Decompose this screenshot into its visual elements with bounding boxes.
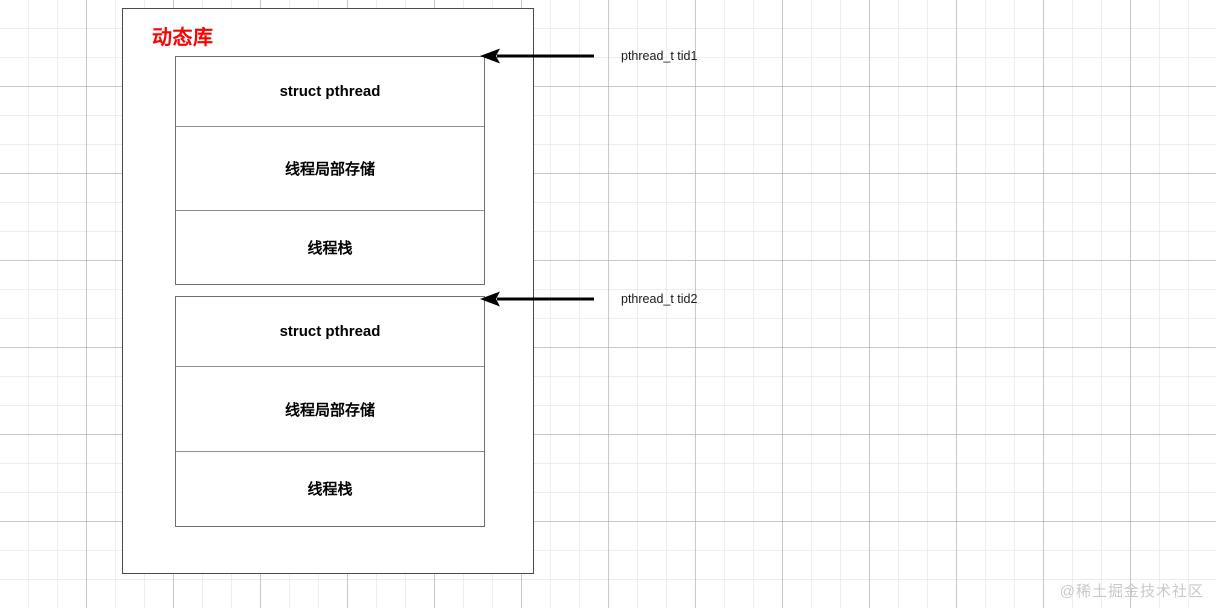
arrow-left-icon <box>480 48 594 64</box>
arrow-left-icon <box>480 291 594 307</box>
dynamic-library-container: 动态库 struct pthread 线程局部存储 线程栈 struct pth… <box>122 8 534 574</box>
pointer-annotation-tid2: pthread_t tid2 <box>480 288 697 310</box>
watermark: @稀土掘金技术社区 <box>1059 583 1204 600</box>
thread-block-tid1: struct pthread 线程局部存储 线程栈 <box>175 56 485 285</box>
pointer-label-tid2: pthread_t tid2 <box>621 292 698 306</box>
pointer-annotation-tid1: pthread_t tid1 <box>480 45 697 67</box>
dynamic-library-title: 动态库 <box>152 27 214 49</box>
pointer-label-tid1: pthread_t tid1 <box>621 49 698 63</box>
thread-block-tid2: struct pthread 线程局部存储 线程栈 <box>175 296 485 527</box>
thread2-section-thread-local-storage: 线程局部存储 <box>176 367 484 452</box>
thread1-section-thread-stack: 线程栈 <box>307 240 353 258</box>
thread2-section-thread-stack: 线程栈 <box>307 481 353 498</box>
thread1-section-struct-pthread: struct pthread <box>176 57 484 127</box>
thread1-section-thread-local-storage: 线程局部存储 <box>176 127 484 212</box>
thread2-section-struct-pthread: struct pthread <box>176 297 484 367</box>
